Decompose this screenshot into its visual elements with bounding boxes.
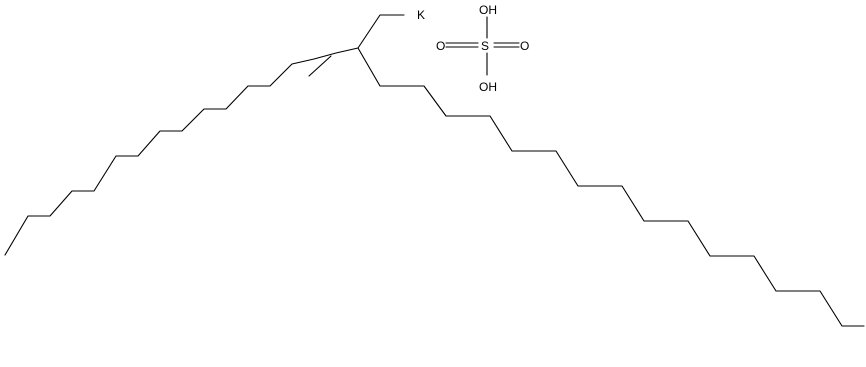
- right-alkyl-chain: [357, 47, 865, 327]
- sulfuric-acid: OH O S O OH: [436, 3, 529, 94]
- double-bond-line: [308, 55, 332, 77]
- oxygen-right-label: O: [520, 39, 529, 53]
- hydroxyl-bottom-label: OH: [479, 80, 497, 94]
- oxygen-left-label: O: [436, 39, 445, 53]
- methylene-potassium-branch: [357, 14, 405, 49]
- hydroxyl-top-label: OH: [479, 3, 497, 17]
- left-alkyl-chain: [4, 47, 359, 256]
- sulfur-label: S: [481, 39, 489, 53]
- potassium-label: K: [417, 8, 425, 22]
